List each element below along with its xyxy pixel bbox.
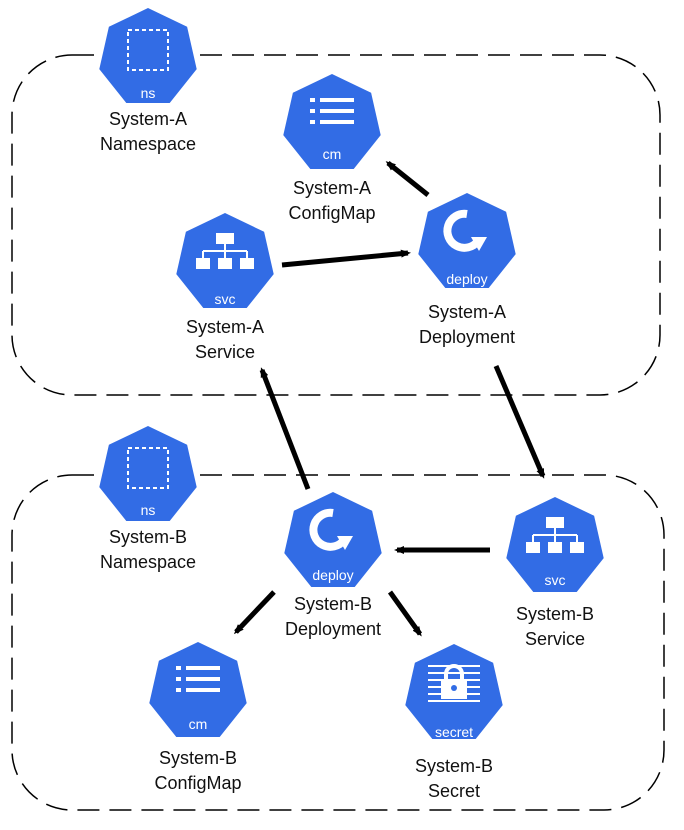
node-deploy-b-label-line1: System-B — [294, 594, 372, 614]
node-cm-a: cm System-A ConfigMap — [283, 74, 381, 223]
node-secret-b-icon-text: secret — [435, 724, 473, 740]
edges-layer — [233, 161, 546, 637]
node-ns-b-label-line2: Namespace — [100, 552, 196, 572]
node-svc-b-label-line1: System-B — [516, 604, 594, 624]
node-cm-a-label-line2: ConfigMap — [288, 203, 375, 223]
configmap-icon — [149, 642, 247, 737]
node-secret-b: secret System-B Secret — [405, 644, 503, 801]
node-ns-b-icon-text: ns — [141, 502, 156, 518]
node-svc-b: svc System-B Service — [506, 497, 604, 649]
node-cm-a-label-line1: System-A — [293, 178, 371, 198]
node-cm-a-icon-text: cm — [323, 146, 342, 162]
node-deploy-a-icon-text: deploy — [446, 271, 487, 287]
node-deploy-a: deploy System-A Deployment — [418, 193, 516, 347]
arrow-deploy-a-to-cm-a — [385, 161, 430, 197]
arrow-deploy-a-to-svc-b — [493, 365, 546, 479]
node-deploy-a-label-line2: Deployment — [419, 327, 515, 347]
node-svc-a-icon-text: svc — [215, 291, 236, 307]
node-ns-a-label-line1: System-A — [109, 109, 187, 129]
arrow-deploy-b-to-svc-a — [259, 367, 311, 490]
node-cm-b-label-line2: ConfigMap — [154, 773, 241, 793]
node-svc-b-icon-text: svc — [545, 572, 566, 588]
node-svc-a-label-line1: System-A — [186, 317, 264, 337]
arrow-deploy-b-to-cm-b — [233, 590, 276, 635]
service-icon — [176, 213, 274, 308]
node-secret-b-label-line2: Secret — [428, 781, 480, 801]
node-cm-b-icon-text: cm — [189, 716, 208, 732]
node-deploy-b: deploy System-B Deployment — [284, 492, 382, 639]
node-ns-a-label-line2: Namespace — [100, 134, 196, 154]
service-icon — [506, 497, 604, 592]
node-cm-b: cm System-B ConfigMap — [149, 642, 247, 793]
node-secret-b-label-line1: System-B — [415, 756, 493, 776]
node-svc-a: svc System-A Service — [176, 213, 274, 362]
node-deploy-a-label-line1: System-A — [428, 302, 506, 322]
node-ns-a: ns System-A Namespace — [99, 8, 197, 154]
node-svc-b-label-line2: Service — [525, 629, 585, 649]
arrow-deploy-b-to-secret-b — [387, 590, 423, 637]
node-deploy-b-icon-text: deploy — [312, 567, 353, 583]
node-ns-b: ns System-B Namespace — [99, 426, 197, 572]
node-ns-a-icon-text: ns — [141, 85, 156, 101]
namespace-a-boundary — [11, 54, 661, 396]
node-cm-b-label-line1: System-B — [159, 748, 237, 768]
secret-icon — [405, 644, 503, 739]
namespace-icon — [99, 8, 197, 103]
deployment-icon — [284, 492, 382, 587]
configmap-icon — [283, 74, 381, 169]
node-deploy-b-label-line2: Deployment — [285, 619, 381, 639]
namespace-b-boundary — [11, 474, 665, 811]
arrow-svc-a-to-deploy-a — [281, 249, 411, 268]
namespace-icon — [99, 426, 197, 521]
node-svc-a-label-line2: Service — [195, 342, 255, 362]
node-ns-b-label-line1: System-B — [109, 527, 187, 547]
deployment-icon — [418, 193, 516, 288]
